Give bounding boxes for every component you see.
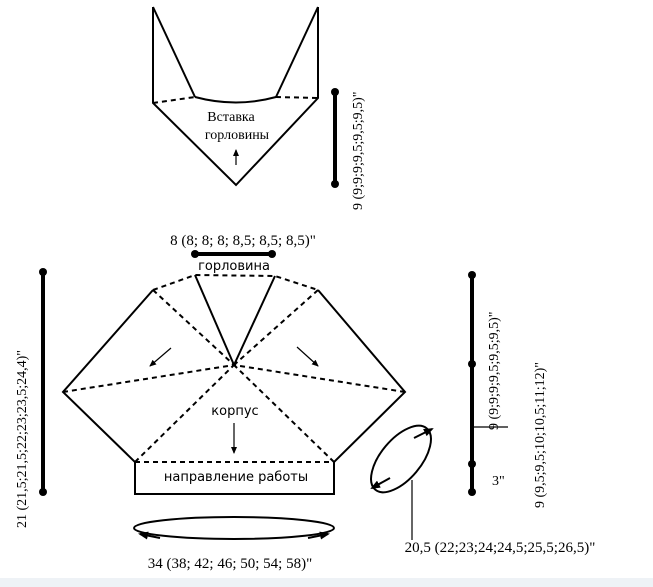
right-panel-arrow bbox=[296, 346, 319, 367]
right-lower-label: 3" bbox=[492, 474, 505, 489]
neckline-label: горловина bbox=[198, 259, 270, 274]
left-panel-arrow bbox=[149, 347, 172, 367]
bottom-width-measure: 34 (38; 42; 46; 50; 54; 58)" bbox=[133, 516, 335, 572]
neckline-width-measure: 8 (8; 8; 8; 8,5; 8,5; 8,5)" горловина bbox=[170, 233, 316, 274]
right-side-measures: 9 (9;9;9;9,5;9,5;9,5)" 9 (9,5;9,5;10;10,… bbox=[468, 271, 548, 508]
body-label: корпус bbox=[211, 404, 258, 419]
neck-insert-label-line1: Вставка bbox=[207, 110, 255, 125]
body-piece: корпус направление работы bbox=[61, 273, 407, 495]
bottom-width-label: 34 (38; 42; 46; 50; 54; 58)" bbox=[148, 556, 312, 572]
work-direction-label: направление работы bbox=[164, 470, 308, 485]
neck-insert-label-line2: горловины bbox=[205, 128, 270, 143]
circumference-label: 20,5 (22;23;24;24,5;25,5;26,5)" bbox=[405, 540, 596, 556]
left-height-measure: 21 (21,5;21,5;22;23;23,5;24,4)" bbox=[15, 268, 47, 528]
neckline-width-label: 8 (8; 8; 8; 8,5; 8,5; 8,5)" bbox=[170, 233, 316, 249]
right-middle-label: 9 (9,5;9,5;10;10,5;11;12)" bbox=[533, 362, 548, 508]
neck-insert-height-label: 9 (9;9;9;9,5;9,5;9,5)" bbox=[351, 92, 366, 211]
neck-insert-height-measure: 9 (9;9;9;9,5;9,5;9,5)" bbox=[331, 88, 366, 210]
circumference-indicator: 20,5 (22;23;24;24,5;25,5;26,5)" bbox=[370, 424, 596, 556]
neck-insert-piece: Вставка горловины bbox=[152, 6, 319, 187]
right-upper-label: 9 (9;9;9;9,5;9,5;9,5)" bbox=[487, 312, 502, 431]
bottom-strip bbox=[0, 578, 653, 587]
left-height-label: 21 (21,5;21,5;22;23;23,5;24,4)" bbox=[15, 350, 30, 528]
